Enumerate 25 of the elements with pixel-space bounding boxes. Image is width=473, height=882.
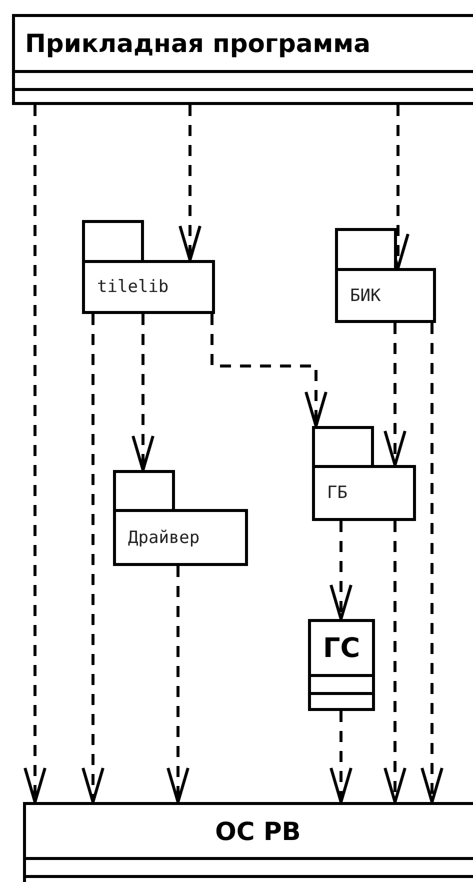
class-name: ГС xyxy=(322,632,360,664)
dependency-arrow xyxy=(132,314,154,472)
dependency-arrow xyxy=(330,711,352,804)
package-name: tilelib xyxy=(97,277,169,297)
class-name: Прикладная программа xyxy=(25,29,370,58)
package-name: БИК xyxy=(350,286,381,306)
class-box xyxy=(12,14,473,105)
package-symbol xyxy=(113,470,248,566)
dependency-arrow xyxy=(384,521,406,804)
dependency-arrow xyxy=(178,105,202,262)
class-box xyxy=(23,802,473,882)
dependency-arrow xyxy=(210,314,328,428)
package-symbol xyxy=(82,220,215,314)
dependency-arrow xyxy=(384,323,406,466)
dependency-arrow xyxy=(330,521,352,620)
class-box xyxy=(308,619,375,711)
package-name: ГБ xyxy=(327,483,348,503)
package-name: Драйвер xyxy=(128,528,200,548)
package-symbol xyxy=(312,426,416,521)
dependency-arrow xyxy=(166,566,190,804)
class-name: ОС РВ xyxy=(215,816,301,846)
dependency-arrow xyxy=(82,314,104,804)
package-symbol xyxy=(335,228,436,323)
dependency-arrow xyxy=(420,323,444,804)
dependency-arrow xyxy=(24,105,46,804)
